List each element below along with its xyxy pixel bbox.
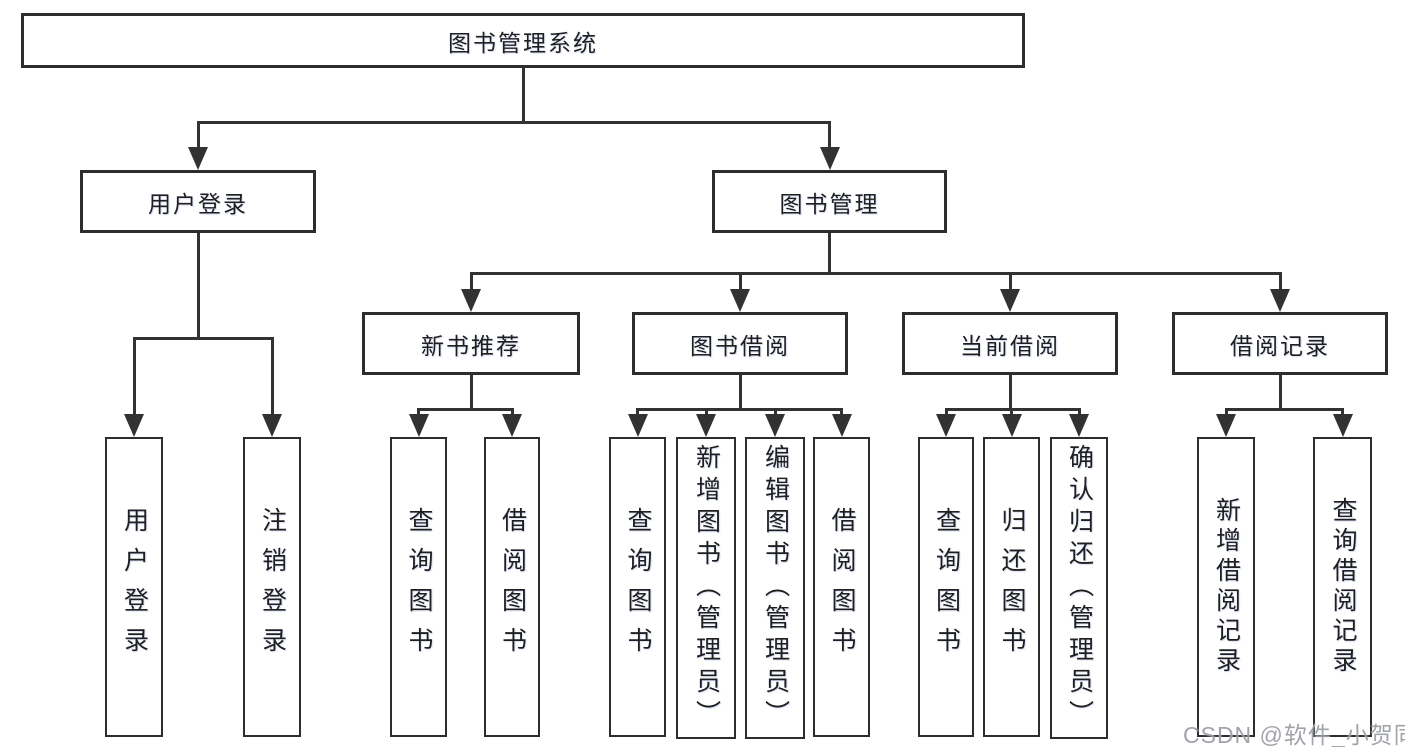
arrowhead-down-icon (502, 414, 522, 437)
node-label-book-mgmt: 图书管理 (779, 190, 880, 217)
node-label-root: 图书管理系统 (448, 29, 598, 56)
node-label-leaf-nb-borrow: 借阅图书 (498, 507, 527, 667)
arrowhead-down-icon (1069, 414, 1089, 437)
bus-line-user-login (132, 337, 274, 340)
arrowhead-down-icon (831, 414, 852, 437)
bus-line-borrow-records (1224, 408, 1344, 411)
bus-line-root (196, 121, 831, 124)
drop-line-borrow-records (1278, 272, 1282, 304)
drop-line-leaf-user-login (132, 337, 136, 429)
node-label-leaf-user-login: 用户登录 (120, 507, 149, 667)
arrowhead-down-icon (1270, 289, 1290, 312)
arrowhead-down-icon (730, 289, 750, 312)
node-label-user-login: 用户登录 (148, 190, 248, 217)
drop-line-book-borrow (738, 272, 742, 304)
node-leaf-br-query: 查询借阅记录 (1313, 437, 1372, 737)
arrowhead-down-icon (188, 147, 208, 170)
node-leaf-nb-borrow: 借阅图书 (484, 437, 540, 737)
node-leaf-br-add: 新增借阅记录 (1197, 437, 1255, 737)
node-label-leaf-nb-query: 查询图书 (405, 507, 433, 667)
trunk-line-new-book (469, 375, 473, 411)
node-label-leaf-cb-return: 归还图书 (998, 507, 1026, 667)
node-leaf-bb-edit: 编辑图书（管理员） (745, 437, 805, 739)
node-book-borrow: 图书借阅 (632, 312, 848, 375)
arrowhead-down-icon (765, 414, 785, 437)
node-leaf-cb-confirm: 确认归还（管理员） (1050, 437, 1108, 739)
trunk-line-current-borrow (1008, 375, 1012, 411)
node-label-new-book: 新书推荐 (421, 332, 521, 359)
node-leaf-cb-return: 归还图书 (983, 437, 1040, 737)
arrowhead-down-icon (1216, 414, 1236, 437)
drop-line-new-book (469, 272, 473, 304)
node-leaf-nb-query: 查询图书 (390, 437, 447, 737)
arrowhead-down-icon (936, 414, 956, 437)
node-leaf-logout: 注销登录 (243, 437, 301, 737)
drop-line-book-mgmt (828, 121, 831, 162)
node-label-leaf-cb-confirm: 确认归还（管理员） (1065, 444, 1094, 732)
bus-line-book-mgmt (469, 272, 1282, 275)
arrowhead-down-icon (819, 147, 840, 170)
node-label-leaf-bb-add: 新增图书（管理员） (692, 444, 721, 732)
node-book-mgmt: 图书管理 (712, 170, 947, 233)
node-label-leaf-bb-query: 查询图书 (624, 507, 652, 667)
drop-line-current-borrow (1008, 272, 1012, 304)
arrowhead-down-icon (627, 414, 648, 437)
node-leaf-user-login: 用户登录 (105, 437, 163, 737)
arrowhead-down-icon (1000, 289, 1020, 312)
csdn-watermark: CSDN @软件_小贺同学 (1183, 722, 1405, 747)
trunk-line-book-mgmt (828, 233, 831, 275)
trunk-line-book-borrow (738, 375, 742, 411)
node-current-borrow: 当前借阅 (902, 312, 1118, 375)
trunk-line-borrow-records (1278, 375, 1282, 411)
drop-line-leaf-logout (270, 337, 274, 429)
arrowhead-down-icon (461, 289, 481, 312)
node-leaf-bb-borrow: 借阅图书 (813, 437, 870, 737)
drop-line-user-login (196, 121, 200, 162)
node-label-leaf-bb-edit: 编辑图书（管理员） (761, 444, 790, 732)
arrowhead-down-icon (124, 414, 144, 437)
node-label-borrow-records: 借阅记录 (1230, 332, 1330, 359)
node-label-leaf-bb-borrow: 借阅图书 (828, 507, 856, 667)
bus-line-book-borrow (636, 408, 843, 411)
node-leaf-bb-add: 新增图书（管理员） (676, 437, 736, 739)
node-label-leaf-br-add: 新增借阅记录 (1212, 497, 1241, 677)
node-leaf-cb-query: 查询图书 (918, 437, 974, 737)
arrowhead-down-icon (1001, 414, 1022, 437)
trunk-line-root (521, 68, 525, 124)
arrowhead-down-icon (696, 414, 716, 437)
trunk-line-user-login (196, 233, 200, 340)
node-label-current-borrow: 当前借阅 (960, 332, 1060, 359)
node-label-leaf-cb-query: 查询图书 (932, 507, 961, 667)
node-user-login: 用户登录 (80, 170, 316, 233)
node-borrow-records: 借阅记录 (1172, 312, 1388, 375)
node-label-leaf-logout: 注销登录 (258, 507, 287, 667)
node-label-leaf-br-query: 查询借阅记录 (1329, 497, 1357, 677)
arrowhead-down-icon (408, 414, 429, 437)
arrowhead-down-icon (1332, 414, 1353, 437)
arrowhead-down-icon (262, 414, 282, 437)
node-new-book: 新书推荐 (362, 312, 580, 375)
node-root: 图书管理系统 (21, 13, 1025, 68)
node-leaf-bb-query: 查询图书 (609, 437, 666, 737)
node-label-book-borrow: 图书借阅 (690, 332, 790, 359)
bus-line-new-book (417, 408, 514, 411)
